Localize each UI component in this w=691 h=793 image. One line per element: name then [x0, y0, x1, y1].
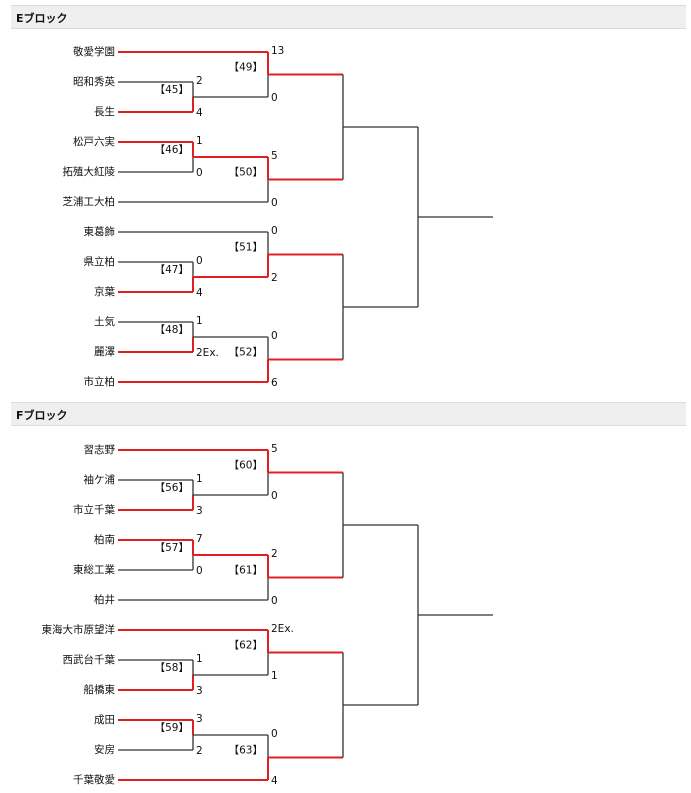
match-number: 【48】 [155, 324, 189, 336]
score: 6 [271, 377, 278, 389]
team-name: 柏南 [94, 533, 115, 546]
match-number: 【56】 [155, 482, 189, 494]
team-name: 市立柏 [84, 375, 116, 388]
score: 4 [196, 107, 203, 119]
block-title: Fブロック [16, 409, 68, 422]
team-name: 習志野 [84, 443, 116, 456]
match-number: 【62】 [229, 640, 263, 652]
team-name: 土気 [94, 315, 115, 328]
score: 1 [271, 670, 278, 682]
score: 2 [271, 548, 278, 560]
block-title: Eブロック [16, 12, 68, 25]
score: 0 [271, 92, 278, 104]
match-number: 【63】 [229, 745, 263, 757]
score: 0 [271, 330, 278, 342]
team-name: 東葛飾 [84, 225, 116, 238]
block-header: Fブロック [11, 402, 686, 426]
match-number: 【57】 [155, 542, 189, 554]
score: 5 [271, 443, 278, 455]
score: 2 [196, 745, 203, 757]
team-name: 松戸六実 [73, 135, 115, 148]
team-name: 拓殖大紅陵 [63, 165, 116, 178]
team-name: 東海大市原望洋 [42, 623, 116, 636]
match-number: 【52】 [229, 347, 263, 359]
team-name: 西武台千葉 [63, 653, 116, 666]
match-number: 【60】 [229, 460, 263, 472]
score: 4 [196, 287, 203, 299]
score: 0 [196, 255, 203, 267]
match-number: 【50】 [229, 167, 263, 179]
score: 3 [196, 713, 203, 725]
score: 3 [196, 505, 203, 517]
score: 1 [196, 315, 203, 327]
match-number: 【46】 [155, 144, 189, 156]
team-name: 柏井 [94, 593, 115, 606]
team-name: 昭和秀英 [73, 75, 115, 88]
team-name: 船橋東 [84, 683, 116, 696]
score: 0 [196, 565, 203, 577]
score: 2 [196, 75, 203, 87]
score: 1 [196, 653, 203, 665]
team-name: 成田 [94, 714, 115, 726]
score: 0 [271, 490, 278, 502]
team-name: 敬愛学園 [73, 45, 115, 58]
score: 7 [196, 533, 203, 545]
team-name: 袖ケ浦 [84, 473, 116, 486]
team-name: 東総工業 [73, 563, 115, 576]
team-name: 芝浦工大柏 [63, 195, 116, 208]
team-name: 長生 [94, 105, 115, 118]
team-name: 県立柏 [84, 255, 116, 268]
score: 2 [271, 272, 278, 284]
match-number: 【51】 [229, 242, 263, 254]
score: 2Ex. [271, 623, 294, 635]
match-number: 【59】 [155, 722, 189, 734]
match-number: 【45】 [155, 84, 189, 96]
team-name: 安房 [94, 743, 115, 756]
score: 13 [271, 45, 284, 57]
match-number: 【49】 [229, 62, 263, 74]
block-header: Eブロック [11, 5, 686, 29]
score: 2Ex. [196, 347, 219, 359]
match-number: 【61】 [229, 565, 263, 577]
team-name: 市立千葉 [73, 503, 115, 516]
score: 4 [271, 775, 278, 787]
match-number: 【58】 [155, 662, 189, 674]
score: 0 [196, 167, 203, 179]
tournament-bracket: 習志野袖ケ浦市立千葉柏南東総工業柏井東海大市原望洋西武台千葉船橋東成田安房千葉敬… [42, 443, 493, 787]
team-name: 麗澤 [94, 346, 115, 358]
team-name: 京葉 [94, 285, 115, 298]
score: 5 [271, 150, 278, 162]
score: 0 [271, 225, 278, 237]
score: 1 [196, 135, 203, 147]
score: 0 [271, 728, 278, 740]
team-name: 千葉敬愛 [73, 773, 115, 786]
match-number: 【47】 [155, 264, 189, 276]
score: 3 [196, 685, 203, 697]
score: 0 [271, 197, 278, 209]
score: 0 [271, 595, 278, 607]
score: 1 [196, 473, 203, 485]
